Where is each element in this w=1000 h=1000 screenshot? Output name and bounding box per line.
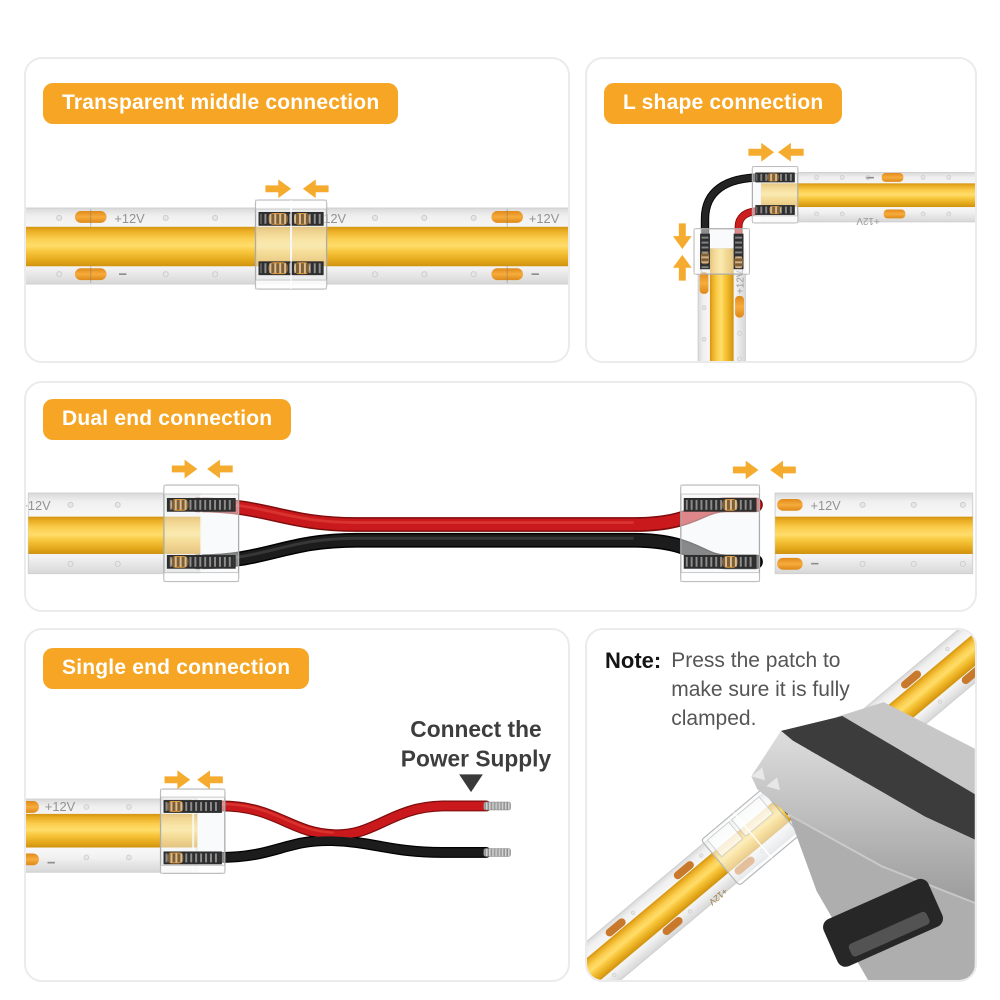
connector-horizontal xyxy=(751,165,799,224)
voltage-label: +12V xyxy=(529,211,560,226)
arrow-down-icon xyxy=(672,223,692,249)
minus-label: − xyxy=(118,267,127,283)
arrow-right-icon xyxy=(171,459,198,479)
pointer-triangle-icon xyxy=(459,774,483,793)
minus-label: − xyxy=(866,170,875,186)
voltage-label: +12V xyxy=(114,211,145,226)
badge-transparent-middle: Transparent middle connection xyxy=(43,83,399,124)
connector-right xyxy=(680,484,761,583)
arrow-right-icon xyxy=(732,460,759,480)
tinned-wire-tip-black xyxy=(483,848,511,857)
connector-vertical xyxy=(693,228,751,275)
note-line1: Press the patch to xyxy=(671,649,841,672)
diagram-dual-end: +12V xyxy=(26,459,974,583)
arrow-up-icon xyxy=(672,254,692,281)
callout-line2: Power Supply xyxy=(401,745,552,771)
diagram-single-end: +12V − Connect the Pow xyxy=(26,716,552,874)
press-together-arrows xyxy=(164,770,223,790)
transparent-connector xyxy=(254,199,328,290)
press-together-arrows-left xyxy=(171,459,233,479)
minus-label: − xyxy=(47,855,56,871)
badge-l-shape: L shape connection xyxy=(604,83,843,124)
tinned-wire-tip-red xyxy=(483,801,511,811)
note-line3: clamped. xyxy=(671,707,757,730)
press-tool xyxy=(751,702,975,980)
wire-black xyxy=(216,836,491,862)
wire-black xyxy=(701,174,765,244)
minus-label: − xyxy=(811,557,820,573)
arrow-right-icon xyxy=(748,142,775,162)
press-together-arrows-vertical xyxy=(672,223,692,281)
note-body: Press the patch to make sure it is fully… xyxy=(671,646,850,733)
panel-l-shape-connection: L shape connection − +12V xyxy=(585,57,977,363)
press-together-arrows-horizontal xyxy=(748,142,804,162)
panel-single-end-connection: Single end connection +12V − xyxy=(24,628,570,982)
wire-red xyxy=(216,801,491,839)
diagram-transparent-middle: +12V +12V +12V − − xyxy=(26,179,568,290)
connector-left xyxy=(163,484,240,583)
transparent-connector xyxy=(701,789,800,885)
arrow-left-icon xyxy=(778,142,804,162)
arrow-left-icon xyxy=(302,179,329,199)
arrow-left-icon xyxy=(207,459,233,479)
panel-note: Note: Press the patch to make sure it is… xyxy=(585,628,977,982)
voltage-label: +12V xyxy=(811,498,842,513)
voltage-label: +12V xyxy=(45,799,76,814)
voltage-label-rotated: +12V xyxy=(856,215,880,226)
press-together-arrows-right xyxy=(732,460,796,480)
solder-pads xyxy=(74,210,524,281)
callout-line1: Connect the xyxy=(410,716,541,742)
strip-dots xyxy=(56,214,477,278)
voltage-label-rotated: +12V xyxy=(735,270,746,294)
extension-wires xyxy=(189,497,763,570)
note-text: Note: Press the patch to make sure it is… xyxy=(605,646,850,733)
panel-transparent-middle-connection: Transparent middle connection +12V +12V … xyxy=(24,57,570,363)
minus-label: − xyxy=(531,267,540,283)
diagram-note-clamp: +12V +12V xyxy=(587,630,975,980)
arrow-right-icon xyxy=(164,770,191,790)
note-label: Note: xyxy=(605,648,662,673)
led-strip-right: +12V − xyxy=(774,492,974,575)
diagram-l-shape: − +12V +12V xyxy=(672,142,975,361)
note-line2: make sure it is fully xyxy=(671,678,850,701)
badge-dual-end: Dual end connection xyxy=(43,399,292,440)
press-together-arrows xyxy=(265,179,329,199)
badge-single-end: Single end connection xyxy=(43,648,310,689)
arrow-left-icon xyxy=(770,460,796,480)
power-wires xyxy=(215,800,492,863)
transparent-connector xyxy=(159,788,226,874)
arrow-left-icon xyxy=(197,770,223,790)
voltage-label: +12V xyxy=(26,498,51,513)
tool-slot xyxy=(823,878,944,967)
panel-dual-end-connection: Dual end connection +12V xyxy=(24,381,977,612)
arrow-right-icon xyxy=(265,179,292,199)
